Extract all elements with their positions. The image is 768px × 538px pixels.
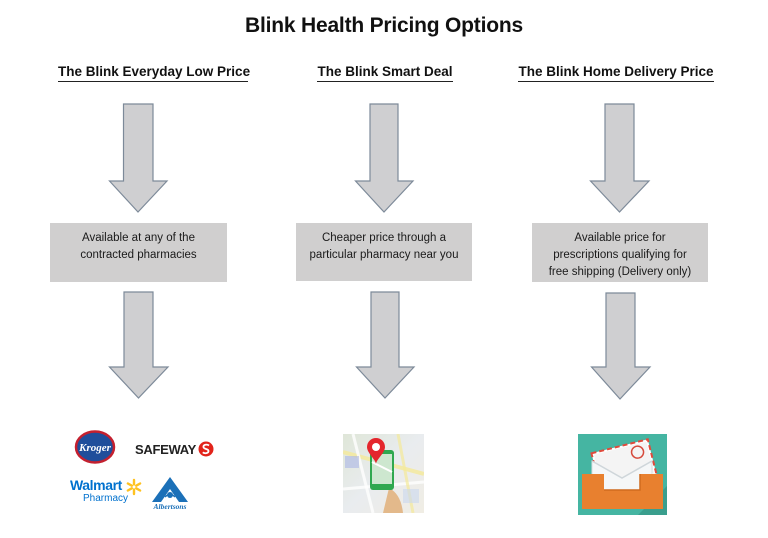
safeway-s-icon <box>198 441 214 457</box>
walmart-spark-icon <box>126 478 142 496</box>
down-arrow-icon <box>108 103 169 213</box>
description-line: Available price for <box>574 232 666 244</box>
page-title: Blink Health Pricing Options <box>245 14 523 37</box>
map-location-phone-icon <box>343 434 424 513</box>
walmart-pharmacy-logo: Walmart Pharmacy <box>70 478 150 510</box>
description-box-everyday-low-price: Available at any of the contracted pharm… <box>50 223 227 282</box>
description-line: prescriptions qualifying for <box>553 249 687 261</box>
albertsons-logo: Albertsons <box>149 475 191 511</box>
safeway-logo: SAFEWAY <box>135 440 217 458</box>
down-arrow-icon <box>108 291 170 399</box>
down-arrow-icon <box>590 292 652 400</box>
down-arrow-icon <box>355 291 416 399</box>
svg-text:Albertsons: Albertsons <box>153 502 187 511</box>
description-box-home-delivery: Available price for prescriptions qualif… <box>532 223 708 282</box>
description-line: free shipping (Delivery only) <box>548 266 692 278</box>
description-line: particular pharmacy near you <box>309 249 459 261</box>
walmart-pharmacy-label: Pharmacy <box>83 493 129 504</box>
description-line: contracted pharmacies <box>80 249 197 261</box>
description-box-smart-deal: Cheaper price through a particular pharm… <box>296 223 472 281</box>
down-arrow-icon <box>589 103 651 213</box>
walmart-wordmark: Walmart <box>70 477 122 493</box>
down-arrow-icon <box>354 103 415 213</box>
mail-envelope-inbox-icon <box>578 434 667 515</box>
kroger-logo: Kroger <box>74 430 116 464</box>
heading-smart-deal: The Blink Smart Deal <box>317 64 453 82</box>
heading-everyday-low-price: The Blink Everyday Low Price <box>58 64 250 82</box>
heading-home-delivery: The Blink Home Delivery Price <box>518 64 714 82</box>
description-line: Available at any of the <box>82 232 195 244</box>
svg-text:Kroger: Kroger <box>78 442 112 454</box>
description-line: Cheaper price through a <box>321 232 447 244</box>
safeway-wordmark: SAFEWAY <box>135 441 196 457</box>
